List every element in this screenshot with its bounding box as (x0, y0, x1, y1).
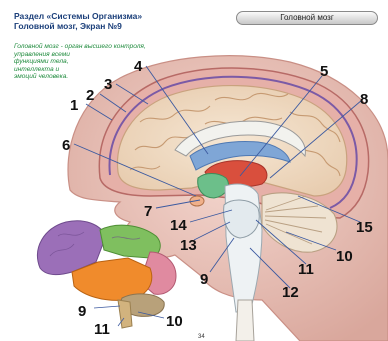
label-9: 9 (200, 271, 208, 288)
title-line-2: Головной мозг, Экран №9 (14, 21, 142, 31)
label-12: 12 (282, 284, 299, 301)
description-line: эмоций человека. (14, 73, 189, 81)
title-line-1: Раздел «Системы Организма» (14, 11, 142, 21)
page-number: 34 (198, 334, 205, 340)
page-title: Раздел «Системы Организма» Головной мозг… (14, 11, 142, 31)
brain-section-button[interactable]: Головной мозг (236, 11, 378, 25)
small-label-9: 9 (78, 303, 86, 320)
label-1: 1 (70, 97, 78, 114)
label-11: 11 (298, 261, 314, 278)
description-line: управления всеми (14, 51, 189, 59)
label-15: 15 (356, 219, 373, 236)
description-line: функциями тела, (14, 58, 189, 66)
label-5: 5 (320, 63, 328, 80)
label-14: 14 (170, 217, 187, 234)
label-10: 10 (336, 248, 353, 265)
label-7: 7 (144, 203, 152, 220)
small-label-10: 10 (166, 313, 183, 330)
label-13: 13 (180, 237, 197, 254)
label-8: 8 (360, 91, 368, 108)
small-label-11: 11 (94, 321, 110, 338)
label-6: 6 (62, 137, 70, 154)
brain-description: Головной мозг - орган высшего контроля, … (14, 43, 189, 81)
description-line: Головной мозг - орган высшего контроля, (14, 43, 189, 51)
label-2: 2 (86, 87, 94, 104)
spinal-cord (236, 300, 254, 341)
